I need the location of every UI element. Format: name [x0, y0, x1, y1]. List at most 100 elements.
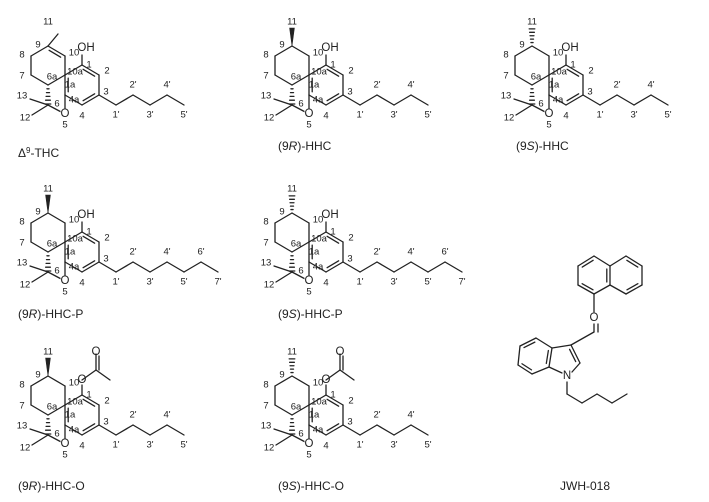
locant-c8: 8 — [263, 380, 268, 391]
ring-oxygen-label: O — [545, 108, 554, 120]
bond-c3-c4 — [565, 94, 584, 106]
bond-c10a-c1 — [308, 64, 327, 76]
bond-c6a-c7 — [274, 74, 293, 86]
locant-c1: 1 — [330, 227, 335, 238]
double-bond-c1-c2 — [82, 398, 96, 407]
locant-c6: 6 — [54, 429, 59, 440]
locant-c13: 13 — [261, 258, 272, 269]
locant-c7: 7 — [19, 401, 24, 412]
locant-p3: 3' — [390, 277, 397, 288]
locant-p3: 3' — [146, 440, 153, 451]
locant-c12: 12 — [20, 443, 31, 454]
caption-hhcp-9s: (9S)-HHC-P — [278, 307, 343, 321]
carbonyl-oxygen-label: O — [92, 346, 101, 358]
locant-c1a: 1a — [65, 410, 76, 421]
hydroxyl-label: OH — [561, 42, 578, 54]
bond-side-chain-5 — [410, 424, 429, 436]
locant-c5: 5 — [306, 120, 311, 131]
locant-c1a: 1a — [309, 247, 320, 258]
locant-c2: 2 — [348, 66, 353, 77]
locant-c4a: 4a — [69, 425, 80, 436]
ring-oxygen-label: O — [61, 275, 70, 287]
locant-p3: 3' — [390, 440, 397, 451]
locant-p5: 5' — [424, 440, 431, 451]
bond-side-chain-5 — [166, 94, 185, 106]
caption-hhcp-9r: (9R)-HHC-P — [18, 307, 83, 321]
locant-c2: 2 — [588, 66, 593, 77]
locant-p2: 2' — [129, 80, 136, 91]
bond-c10a-c1 — [64, 231, 83, 243]
bond-side-chain-3 — [376, 94, 395, 106]
hydroxyl-label: OH — [321, 209, 338, 221]
locant-p2: 2' — [129, 410, 136, 421]
double-bond-c3-c4 — [82, 93, 96, 102]
locant-c6: 6 — [298, 266, 303, 277]
locant-c12: 12 — [264, 280, 275, 291]
bond-side-chain-1 — [342, 261, 361, 273]
locant-c10a: 10a — [551, 67, 568, 78]
locant-p6: 6' — [441, 247, 448, 258]
locant-c10: 10 — [69, 378, 80, 389]
locant-p1: 1' — [356, 110, 363, 121]
locant-c10a: 10a — [67, 67, 84, 78]
double-bond-c1-c2 — [82, 235, 96, 244]
bond-c6-c13 — [513, 98, 533, 106]
bond-side-chain-1 — [582, 94, 601, 106]
bond-side-chain-5 — [166, 424, 185, 436]
double-bond-c3-c4 — [566, 93, 580, 102]
bond-side-chain-2 — [115, 424, 134, 436]
carbonyl-oxygen-label: O — [590, 312, 599, 324]
bond-side-chain-4 — [633, 94, 652, 106]
label-mask — [60, 109, 70, 119]
locant-p3: 3' — [630, 110, 637, 121]
bond-c3-c4 — [81, 261, 100, 273]
locant-c5: 5 — [62, 287, 67, 298]
locant-c5: 5 — [62, 450, 67, 461]
bond-carbonyl-indole — [570, 331, 595, 346]
locant-c1a: 1a — [309, 410, 320, 421]
locant-p4: 4' — [407, 80, 414, 91]
locant-c12: 12 — [264, 443, 275, 454]
bond-side-chain-2 — [359, 94, 378, 106]
locant-c2: 2 — [104, 233, 109, 244]
locant-c8: 8 — [263, 217, 268, 228]
bond-side-chain-2 — [115, 261, 134, 273]
locant-p2: 2' — [373, 247, 380, 258]
locant-c6a: 6a — [531, 72, 542, 83]
locant-c4a: 4a — [313, 95, 324, 106]
bond-o-carbonyl — [81, 369, 97, 381]
locant-c6a: 6a — [291, 402, 302, 413]
locant-c1a: 1a — [309, 80, 320, 91]
double-bond-c3-c4 — [82, 260, 96, 269]
locant-c3: 3 — [347, 254, 352, 265]
bond-side-chain-6 — [427, 261, 446, 273]
bond-c1-c2 — [325, 394, 344, 406]
locant-p1: 1' — [112, 110, 119, 121]
locant-c10: 10 — [69, 48, 80, 59]
locant-p4: 4' — [163, 80, 170, 91]
bond-c1-c2 — [81, 64, 100, 76]
bond-c10a-c6a — [47, 241, 66, 253]
benzene-bond — [519, 337, 537, 347]
bond-side-chain-5 — [650, 94, 669, 106]
locant-c9: 9 — [35, 40, 40, 51]
locant-c3: 3 — [347, 417, 352, 428]
bond-c9-c10 — [291, 212, 310, 224]
double-bond-c1-c2 — [566, 68, 580, 77]
caption-hhc-9r: (9R)-HHC — [278, 139, 332, 153]
locant-c3: 3 — [103, 87, 108, 98]
locant-c7: 7 — [503, 71, 508, 82]
locant-c13: 13 — [17, 91, 28, 102]
bond-c10a-c1 — [548, 64, 567, 76]
ester-oxygen-label: O — [322, 374, 331, 386]
locant-p2: 2' — [373, 410, 380, 421]
bond-c1-c2 — [81, 231, 100, 243]
naphthalene-bond — [625, 255, 643, 267]
locant-c12: 12 — [20, 280, 31, 291]
locant-c4: 4 — [323, 441, 328, 452]
locant-c5: 5 — [546, 120, 551, 131]
caption-hhco-9s: (9S)-HHC-O — [278, 479, 344, 493]
